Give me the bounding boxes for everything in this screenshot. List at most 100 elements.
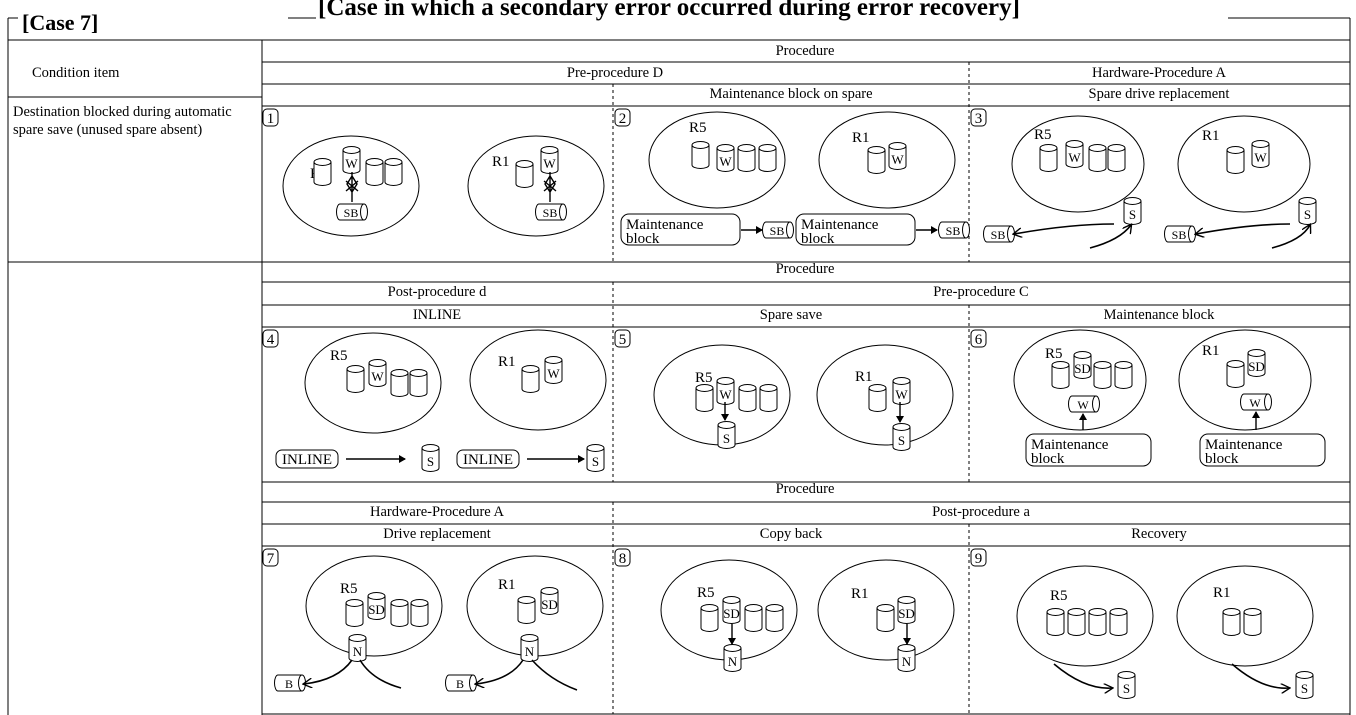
drive-top: [1046, 608, 1065, 616]
drive-icon: [1107, 144, 1126, 172]
drive-top: [717, 421, 736, 429]
step-number: 1: [267, 111, 275, 127]
procedure-header-2: Procedure: [775, 261, 835, 277]
removed-drive-icon: SB: [336, 203, 368, 221]
drive-body: [535, 203, 563, 221]
drive-top: [1051, 361, 1070, 369]
box-label: block: [801, 231, 835, 247]
drive-end: [962, 221, 970, 239]
drive-icon: SD: [1247, 349, 1266, 377]
drive-top: [1251, 140, 1270, 148]
drive-label: W: [719, 387, 732, 402]
step-number: 2: [619, 111, 627, 127]
step-header-8: Copy back: [759, 526, 823, 542]
drive-icon: [759, 384, 778, 412]
box-label: Maintenance: [626, 217, 704, 233]
raid-label: R1: [851, 586, 869, 602]
drive-top: [897, 644, 916, 652]
drive-icon: S: [1295, 671, 1314, 699]
drive-icon: [313, 158, 332, 186]
drive-icon: [868, 384, 887, 412]
drive-end: [469, 674, 477, 692]
drive-top: [544, 356, 563, 364]
drive-body: [1067, 612, 1086, 636]
drive-top: [867, 146, 886, 154]
drive-label: W: [891, 152, 904, 167]
drive-label: SD: [1248, 359, 1265, 374]
box-label: block: [1205, 451, 1239, 467]
drive-top: [700, 604, 719, 612]
drive-icon: [346, 365, 365, 393]
drive-body: [336, 203, 364, 221]
drive-icon: [1088, 608, 1107, 636]
group-header-3a: Hardware-Procedure A: [369, 504, 505, 520]
drive-end: [1264, 393, 1272, 411]
drive-top: [342, 146, 361, 154]
drive-top: [1298, 197, 1317, 205]
drive-icon: W: [1251, 140, 1270, 168]
drive-end: [298, 674, 306, 692]
drive-top: [365, 158, 384, 166]
drive-top: [1226, 360, 1245, 368]
raid-group-ellipse: [817, 559, 955, 661]
raid-label: R1: [1202, 343, 1220, 359]
group-header-3b: Post-procedure a: [932, 504, 1030, 520]
curved-arrow: [359, 659, 402, 689]
drive-top: [515, 160, 534, 168]
drive-body: [1051, 365, 1070, 389]
step-number: 3: [975, 111, 983, 127]
raid-group-ellipse: [1176, 565, 1314, 667]
drive-label: N: [525, 644, 535, 659]
step-number: 6: [975, 332, 983, 348]
drive-top: [888, 142, 907, 150]
removed-drive-icon: SB: [762, 221, 794, 239]
drive-body: [1088, 148, 1107, 172]
step-header-9: Recovery: [1131, 526, 1187, 542]
maintenance-block-box: [1199, 433, 1326, 467]
group-header-1b: Hardware-Procedure A: [1091, 65, 1227, 81]
maintenance-block-box: [1025, 433, 1152, 467]
drive-label: SD: [898, 606, 915, 621]
drive-end: [786, 221, 794, 239]
drive-icon: SD: [1073, 351, 1092, 379]
drive-top: [716, 144, 735, 152]
drive-body: [1093, 365, 1112, 389]
drive-label: SB: [991, 228, 1006, 242]
group-header-2a: Post-procedure d: [387, 284, 487, 300]
drive-label: W: [345, 156, 358, 171]
drive-top: [421, 444, 440, 452]
drive-top: [876, 604, 895, 612]
raid-group-ellipse: [1013, 329, 1147, 431]
drive-body: [1222, 612, 1241, 636]
drive-body: [1243, 612, 1262, 636]
drive-body: [1088, 612, 1107, 636]
drive-top: [1243, 608, 1262, 616]
raid-label: R1: [855, 369, 873, 385]
raid-group-ellipse: [282, 135, 420, 237]
drive-icon: W: [888, 142, 907, 170]
drive-label: SD: [723, 606, 740, 621]
step-number-box: [614, 329, 631, 348]
drive-body: [744, 608, 763, 632]
drive-top: [868, 384, 887, 392]
drive-label: N: [728, 654, 738, 669]
drive-body: [1046, 612, 1065, 636]
curved-arrow: [1089, 225, 1131, 249]
drive-top: [521, 365, 540, 373]
maintenance-block-box: [620, 213, 741, 246]
drive-icon: [517, 596, 536, 624]
condition-text: Destination blocked during automatic spa…: [13, 104, 232, 138]
raid-label: R1: [852, 130, 870, 146]
step-number: 7: [267, 551, 275, 567]
drive-top: [1088, 144, 1107, 152]
drive-body: [737, 148, 756, 172]
removed-drive-icon: SB: [1164, 225, 1196, 243]
step-header-5: Spare save: [759, 307, 823, 323]
drive-body: [892, 381, 911, 405]
step-number-box: [262, 329, 279, 348]
drive-icon: N: [520, 634, 539, 662]
drive-body: [897, 600, 916, 624]
drive-icon: W: [342, 146, 361, 174]
drive-body: [1251, 144, 1270, 168]
drive-icon: [1114, 361, 1133, 389]
